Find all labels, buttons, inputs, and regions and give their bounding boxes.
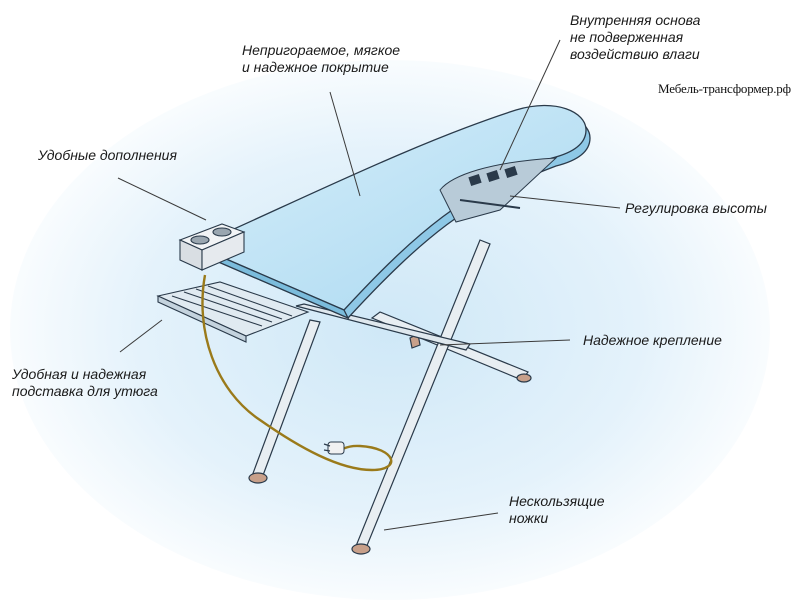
leader-lines	[117, 39, 621, 531]
label-inner-base: Внутренняя основа не подверженная воздей…	[570, 12, 700, 63]
label-line: Удобные дополнения	[38, 147, 177, 163]
label-feet: Нескользящие ножки	[509, 493, 605, 527]
label-line: не подверженная	[570, 29, 684, 45]
label-coating: Непригораемое, мягкое и надежное покрыти…	[242, 42, 400, 76]
label-line: Внутренняя основа	[570, 12, 701, 28]
inner-base-cutaway	[439, 157, 558, 223]
label-line: Непригораемое, мягкое	[242, 42, 401, 58]
power-cord	[201, 274, 393, 472]
board-top	[194, 104, 591, 320]
label-line: подставка для утюга	[12, 383, 158, 399]
label-line: Нескользящие	[509, 493, 605, 509]
accessory-caddy	[178, 223, 246, 271]
label-line: ножки	[509, 510, 549, 526]
label-line: Надежное крепление	[583, 332, 722, 348]
label-line: Регулировка высоты	[625, 200, 767, 216]
label-line: Удобная и надежная	[12, 366, 147, 382]
label-fastening: Надежное крепление	[583, 332, 722, 349]
label-iron-stand: Удобная и надежная подставка для утюга	[12, 366, 158, 400]
plug	[323, 441, 345, 455]
label-height-adjust: Регулировка высоты	[625, 200, 767, 217]
label-accessories: Удобные дополнения	[38, 147, 177, 164]
label-line: воздействию влаги	[570, 46, 700, 62]
label-line: и надежное покрытие	[242, 59, 389, 75]
watermark: Мебель-трансформер.рф	[658, 81, 791, 96]
